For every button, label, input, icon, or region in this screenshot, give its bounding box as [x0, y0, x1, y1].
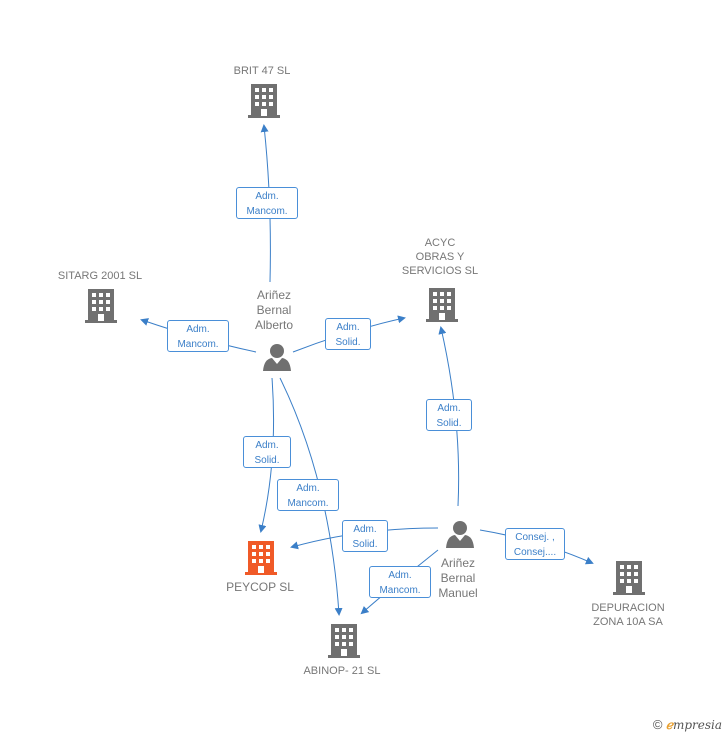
building-icon-highlighted[interactable]	[245, 541, 277, 575]
relation-label-manuel-abinop[interactable]: Adm. Mancom.	[369, 566, 431, 598]
empresia-logo[interactable]: © ℯmpresia	[653, 717, 722, 732]
company-label-line: ACYC	[424, 237, 456, 249]
building-icon[interactable]	[85, 289, 117, 323]
relation-label-line: Adm.	[353, 524, 377, 535]
relation-label-alberto-brit47[interactable]: Adm. Mancom.	[236, 187, 298, 219]
relation-label-alberto-acyc[interactable]: Adm. Solid.	[325, 318, 371, 350]
relation-label-line: Solid.	[254, 455, 280, 466]
relation-label-alberto-peycop[interactable]: Adm. Solid.	[243, 436, 291, 468]
relation-label-line: Adm.	[255, 191, 279, 202]
relation-label-manuel-acyc[interactable]: Adm. Solid.	[426, 399, 472, 431]
brand-initial: ℯ	[665, 718, 673, 732]
relation-label-line: Consej....	[513, 547, 557, 558]
company-label-line: SERVICIOS SL	[401, 265, 479, 277]
relation-label-line: Solid.	[352, 539, 378, 550]
relation-label-line: Adm.	[336, 322, 360, 333]
building-icon[interactable]	[248, 84, 280, 118]
person-label-alberto[interactable]: Ariñez Bernal Alberto	[234, 288, 314, 333]
person-icon[interactable]	[445, 519, 475, 549]
relation-label-line: Adm.	[255, 440, 279, 451]
relation-label-line: Adm.	[186, 324, 210, 335]
relation-label-line: Mancom.	[246, 206, 288, 217]
brand-name: mpresia	[672, 718, 722, 732]
relation-label-line: Solid.	[436, 418, 462, 429]
person-label-line: Manuel	[438, 586, 478, 600]
relation-label-manuel-peycop[interactable]: Adm. Solid.	[342, 520, 388, 552]
person-label-line: Bernal	[256, 303, 292, 317]
company-label-line: OBRAS Y	[415, 251, 465, 263]
building-icon[interactable]	[328, 624, 360, 658]
person-label-line: Bernal	[440, 571, 476, 585]
person-icon[interactable]	[262, 342, 292, 372]
relation-label-alberto-sitarg[interactable]: Adm. Mancom.	[167, 320, 229, 352]
company-label-sitarg[interactable]: SITARG 2001 SL	[57, 270, 143, 282]
company-label-abinop[interactable]: ABINOP- 21 SL	[303, 665, 381, 677]
person-label-line: Ariñez	[256, 288, 291, 302]
relation-label-alberto-abinop[interactable]: Adm. Mancom.	[277, 479, 339, 511]
relation-label-line: Consej. ,	[515, 532, 555, 543]
relation-label-line: Adm.	[437, 403, 461, 414]
company-label-acyc[interactable]: ACYC OBRAS Y SERVICIOS SL	[390, 236, 490, 278]
person-label-line: Ariñez	[440, 556, 475, 570]
building-icon[interactable]	[613, 561, 645, 595]
building-icon[interactable]	[426, 288, 458, 322]
person-label-line: Alberto	[254, 318, 294, 332]
person-label-manuel[interactable]: Ariñez Bernal Manuel	[418, 556, 498, 601]
company-label-line: DEPURACION	[591, 602, 665, 614]
relation-label-line: Adm.	[296, 483, 320, 494]
company-label-line: ZONA 10A SA	[593, 616, 663, 628]
relation-label-line: Mancom.	[177, 339, 219, 350]
relation-label-line: Solid.	[335, 337, 361, 348]
company-label-depuracion[interactable]: DEPURACION ZONA 10A SA	[578, 601, 678, 629]
copyright-icon: ©	[652, 717, 663, 732]
company-label-peycop[interactable]: PEYCOP SL	[226, 580, 294, 594]
company-label-brit47[interactable]: BRIT 47 SL	[233, 65, 291, 77]
relation-label-manuel-depuracion[interactable]: Consej. , Consej....	[505, 528, 565, 560]
relation-label-line: Adm.	[388, 570, 412, 581]
relation-label-line: Mancom.	[287, 498, 329, 509]
relation-label-line: Mancom.	[379, 585, 421, 596]
